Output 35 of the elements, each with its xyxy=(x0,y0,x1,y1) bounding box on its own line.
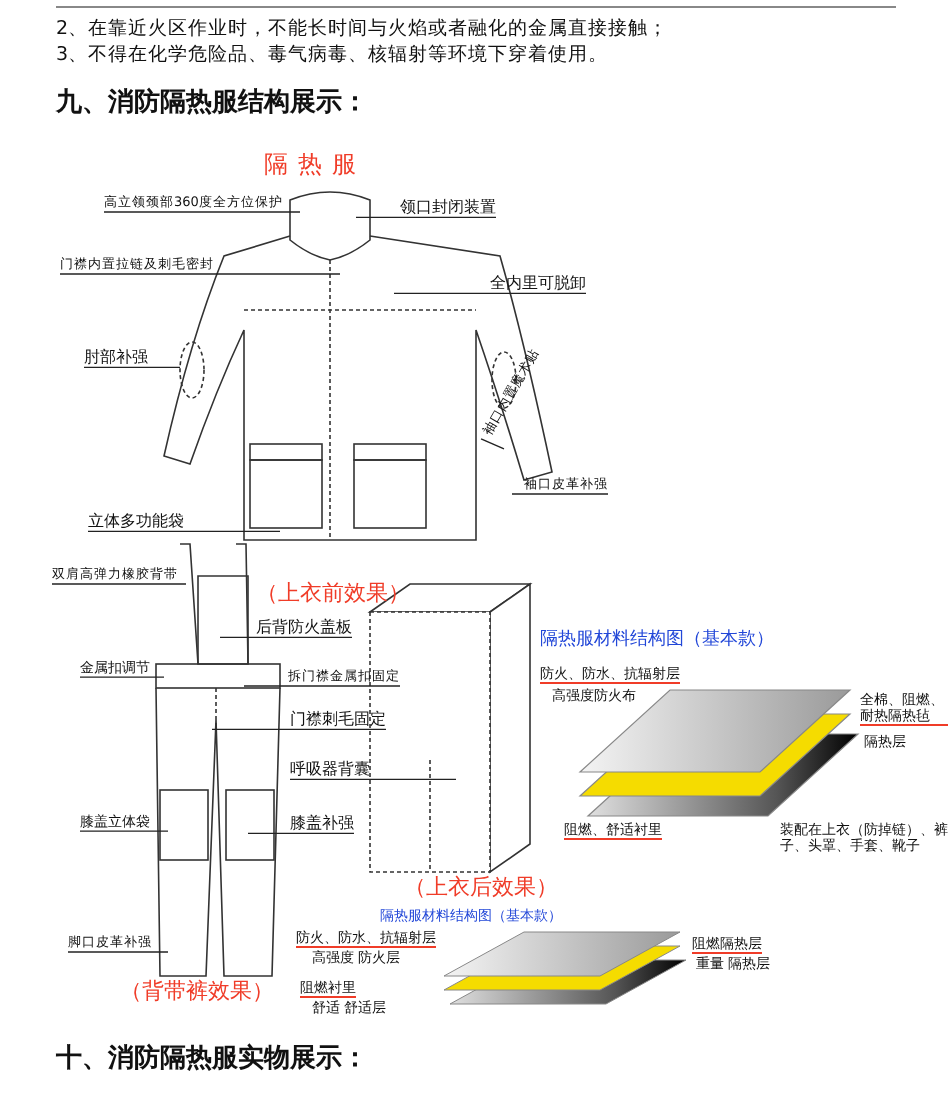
callout-label: 全内里可脱卸 xyxy=(490,274,586,293)
leader-line xyxy=(511,493,609,495)
chart-title: 隔热服材料结构图（基本款） xyxy=(540,630,774,651)
leader-line xyxy=(219,636,353,639)
callout-label: 立体多功能袋 xyxy=(88,512,184,531)
view-caption: （上衣前效果） xyxy=(256,582,410,608)
leader-line xyxy=(79,676,165,678)
callout-label: 领口封闭装置 xyxy=(400,198,496,217)
leader-line xyxy=(67,951,169,953)
section-heading: 九、消防隔热服结构展示： xyxy=(56,90,368,120)
section-heading: 十、消防隔热服实物展示： xyxy=(56,1046,368,1076)
leader-line xyxy=(289,778,457,781)
leader-line xyxy=(480,438,505,450)
leader-line xyxy=(211,728,387,731)
view-caption: （上衣后效果） xyxy=(404,876,558,902)
leader-line xyxy=(355,216,497,219)
callout-label: 后背防火盖板 xyxy=(256,618,352,637)
leader-line xyxy=(83,366,181,369)
leader-line xyxy=(79,830,169,832)
leader-line xyxy=(59,273,341,275)
leader-line xyxy=(243,685,401,687)
callout-label: 呼吸器背囊 xyxy=(290,760,370,779)
jacket-title: 隔热服 xyxy=(264,152,366,180)
leader-line xyxy=(393,292,587,295)
note-text: 2、在靠近火区作业时，不能长时间与火焰或者融化的金属直接接触； xyxy=(56,20,669,42)
leader-line xyxy=(103,211,301,213)
leader-line xyxy=(51,583,187,585)
note-text: 3、不得在化学危险品、毒气病毒、核辐射等环境下穿着使用。 xyxy=(56,46,609,68)
callout-label: 膝盖补强 xyxy=(290,814,354,833)
jacket-back-drawing xyxy=(367,582,533,874)
callout-label: 肘部补强 xyxy=(84,348,148,367)
leader-line xyxy=(247,832,355,835)
leader-line xyxy=(87,530,281,533)
view-caption: （背带裤效果） xyxy=(120,980,274,1006)
callout-label: 门襟刺毛固定 xyxy=(290,710,386,729)
